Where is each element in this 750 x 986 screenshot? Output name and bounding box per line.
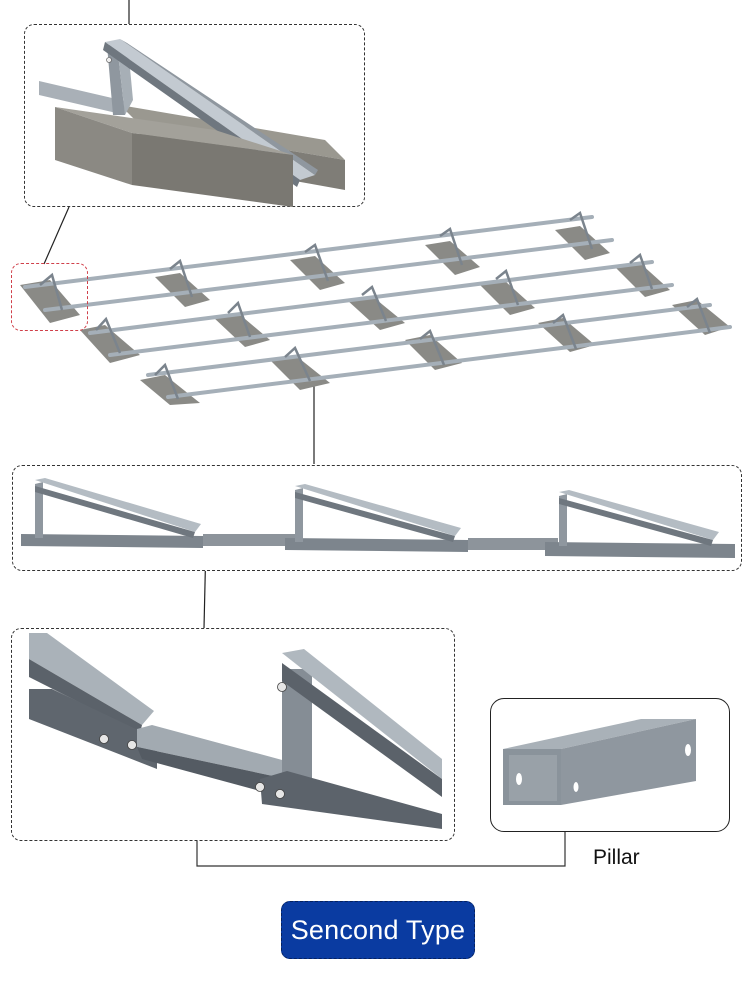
beam-joint-illustration (29, 633, 442, 829)
joint-detail-panel (11, 628, 455, 841)
pillar-illustration (503, 719, 696, 805)
bolts (99, 682, 287, 799)
side-view-detail-panel (12, 465, 742, 571)
connecting-beams (203, 534, 558, 550)
triangle-brackets-side-view (21, 478, 735, 558)
ballast-blocks (20, 226, 730, 405)
ballast-bracket-illustration (39, 39, 345, 207)
type-title-badge: Sencond Type (281, 901, 475, 959)
horizontal-rails (23, 215, 732, 399)
pillar-label: Pillar (593, 846, 640, 869)
highlight-frame (11, 263, 88, 331)
solar-array-illustration (20, 211, 732, 405)
ballast-block-detail-panel (24, 24, 365, 207)
triangle-2 (285, 484, 468, 552)
triangle-1 (21, 478, 203, 548)
triangle-3 (545, 490, 735, 558)
array-overview-panel (0, 205, 750, 405)
pillar-detail-panel (490, 698, 730, 832)
triangle-brackets (39, 211, 712, 400)
